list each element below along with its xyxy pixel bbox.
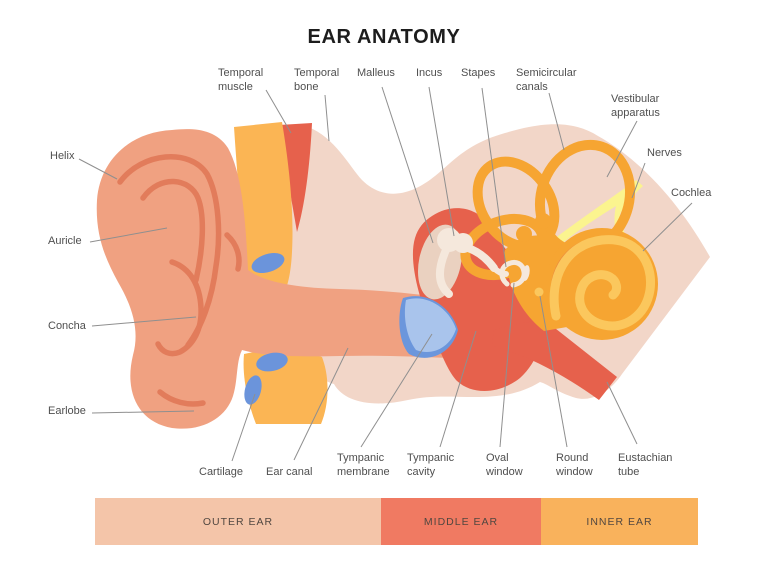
vessel-dot-upper bbox=[251, 252, 285, 274]
label-auricle: Auricle bbox=[48, 235, 82, 247]
nerves-leader-line bbox=[631, 162, 646, 199]
label-round-window: Round window bbox=[556, 452, 593, 478]
incus-leader-line bbox=[428, 86, 455, 237]
label-concha: Concha bbox=[48, 320, 86, 332]
ampulla-3 bbox=[535, 213, 551, 229]
stapes-shape bbox=[499, 259, 527, 288]
label-stapes: Stapes bbox=[461, 67, 496, 79]
ampulla-2 bbox=[516, 226, 532, 242]
ossicles-shape bbox=[436, 228, 530, 298]
auricle-leader-line bbox=[89, 227, 168, 243]
tympanic-cavity-leader-line bbox=[439, 330, 477, 448]
pinna-fold-lines bbox=[117, 154, 242, 407]
legend-outer-ear: OUTER EAR bbox=[95, 498, 381, 545]
label-temporal-bone: Temporal bone bbox=[294, 67, 340, 93]
concha-leader-line bbox=[91, 316, 197, 327]
malleus-leader-line bbox=[381, 86, 434, 244]
label-oval-window: Oval window bbox=[486, 452, 523, 478]
helix-leader-line bbox=[78, 158, 118, 180]
round-window-leader-line bbox=[539, 295, 568, 448]
label-tympanic-cavity: Tympanic cavity bbox=[407, 452, 455, 478]
stapes-leader-line bbox=[481, 87, 507, 268]
label-earlobe: Earlobe bbox=[48, 405, 86, 417]
label-semicircular-canals: Semicircular canals bbox=[516, 67, 577, 93]
label-cochlea: Cochlea bbox=[671, 187, 712, 199]
label-helix: Helix bbox=[50, 150, 75, 162]
label-temporal-muscle: Temporal muscle bbox=[218, 67, 264, 93]
vestibular-apparatus-leader-line bbox=[606, 120, 638, 178]
tympanic-membrane-leader-line bbox=[360, 333, 433, 448]
ampulla-1 bbox=[539, 233, 557, 251]
tympanic-membrane-shape bbox=[399, 296, 458, 358]
bone-band-upper bbox=[234, 122, 293, 296]
round-window-shape bbox=[534, 287, 544, 297]
label-cartilage: Cartilage bbox=[199, 466, 244, 478]
legend-inner-ear: INNER EAR bbox=[541, 498, 698, 545]
cochlea-leader-line bbox=[642, 202, 693, 252]
temporal-muscle-leader-line bbox=[265, 89, 292, 134]
page-title: EAR ANATOMY bbox=[307, 26, 461, 48]
legend-middle-ear: MIDDLE EAR bbox=[381, 498, 541, 545]
eustachian-tube-shape bbox=[492, 320, 617, 400]
ear-canal-leader-line bbox=[293, 347, 349, 461]
outer-ear-shape bbox=[96, 129, 460, 429]
oval-window-leader-line bbox=[499, 282, 515, 448]
eustachian-tube-leader-line bbox=[606, 381, 638, 445]
temporal-bone-leader-line bbox=[324, 94, 330, 142]
label-vestibular-apparatus: Vestibular apparatus bbox=[611, 93, 660, 119]
label-malleus: Malleus bbox=[357, 67, 395, 79]
cartilage-leader-line bbox=[231, 393, 256, 462]
label-nerves: Nerves bbox=[647, 147, 682, 159]
label-incus: Incus bbox=[416, 67, 443, 79]
vessel-dot-mid bbox=[256, 352, 288, 372]
vessel-dot-lower bbox=[244, 375, 262, 405]
label-ear-canal: Ear canal bbox=[266, 466, 313, 478]
earlobe-leader-line bbox=[91, 410, 195, 414]
temporal-muscle-shape bbox=[279, 123, 312, 232]
semicircular-canals-leader-line bbox=[548, 92, 565, 151]
label-eustachian-tube: Eustachian tube bbox=[618, 452, 673, 478]
label-tympanic-membrane: Tympanic membrane bbox=[337, 452, 390, 478]
cochlea-shape bbox=[546, 228, 658, 340]
